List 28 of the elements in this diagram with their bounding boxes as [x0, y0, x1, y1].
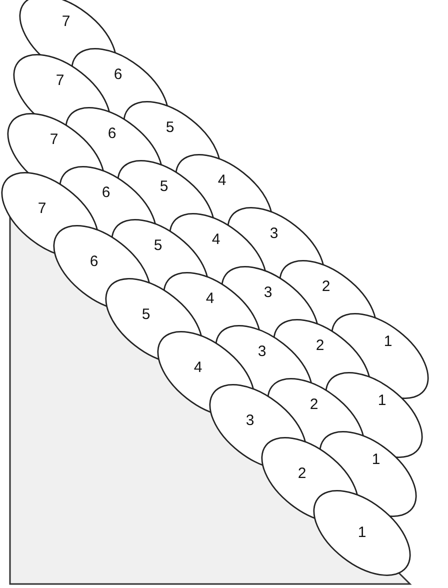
scale-number: 4: [211, 170, 233, 192]
scale-number: 5: [135, 304, 157, 326]
scale-number: 6: [95, 182, 117, 204]
scale-number: 1: [351, 522, 373, 544]
scale-number: 3: [263, 223, 285, 245]
scale-number: 7: [49, 70, 71, 92]
scale-number: 7: [43, 129, 65, 151]
scale-number: 3: [251, 341, 273, 363]
scale-number: 6: [107, 64, 129, 86]
scale-number: 2: [309, 335, 331, 357]
scale-number: 7: [55, 11, 77, 33]
scale-number: 1: [371, 390, 393, 412]
scale-number: 6: [83, 251, 105, 273]
scale-number: 5: [159, 117, 181, 139]
scale-number: 3: [257, 282, 279, 304]
scale-number: 6: [101, 123, 123, 145]
scale-number: 4: [205, 229, 227, 251]
scale-number: 3: [239, 410, 261, 432]
scale-number: 1: [377, 331, 399, 353]
scale-number: 2: [303, 394, 325, 416]
scale-number: 1: [365, 449, 387, 471]
scale-number: 7: [31, 198, 53, 220]
scale-number: 5: [153, 176, 175, 198]
scale-number: 2: [291, 463, 313, 485]
scale-number: 4: [187, 357, 209, 379]
scale-number: 2: [315, 276, 337, 298]
scale-number: 5: [147, 235, 169, 257]
scale-number: 4: [199, 288, 221, 310]
